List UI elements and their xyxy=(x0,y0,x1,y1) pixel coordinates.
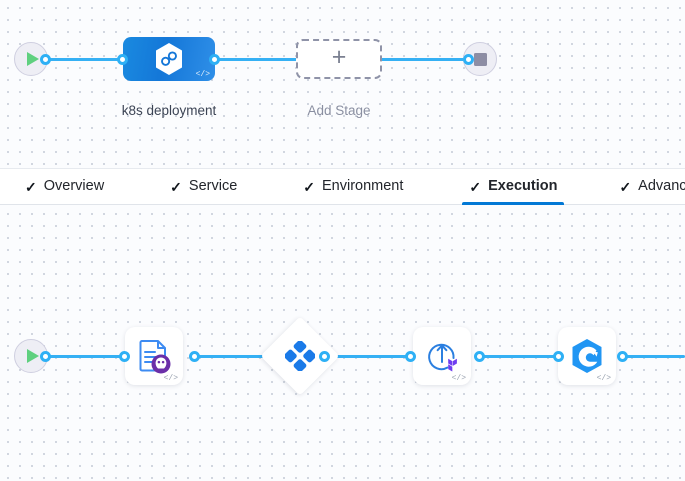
port-rollout-out[interactable] xyxy=(617,351,628,362)
stage-canvas[interactable]: </> k8s deployment + Add Stage xyxy=(0,0,685,168)
port-plan-out[interactable] xyxy=(189,351,200,362)
diamond-inner xyxy=(272,328,328,384)
stage-config-tabs[interactable]: ✓ Overview ✓ Service ✓ Environment ✓ Exe… xyxy=(0,168,685,205)
approval-diamond-icon xyxy=(285,341,315,371)
edge-start-to-stage xyxy=(44,58,134,61)
code-badge: </> xyxy=(195,70,210,79)
check-icon: ✓ xyxy=(619,178,632,195)
step-node-iam-resources-apply[interactable]: </> xyxy=(413,327,471,385)
step-node-rollout-deployment[interactable]: </> xyxy=(558,327,616,385)
port-start-out[interactable] xyxy=(40,54,51,65)
add-stage-button[interactable]: + xyxy=(296,39,382,79)
tab-label: Execution xyxy=(488,178,558,195)
step-node-iam-resources-plan[interactable]: </> xyxy=(125,327,183,385)
tab-execution[interactable]: ✓ Execution xyxy=(452,169,574,205)
code-badge: </> xyxy=(163,374,178,383)
tab-label: Environment xyxy=(322,178,404,195)
pipeline-start-node[interactable] xyxy=(14,42,48,76)
stop-icon xyxy=(473,52,487,66)
terraform-plan-icon xyxy=(139,340,171,374)
terraform-apply-icon xyxy=(428,343,457,372)
step-node-iam-approval[interactable] xyxy=(260,316,340,396)
check-icon: ✓ xyxy=(170,178,182,195)
stage-node-k8s-deployment[interactable]: </> xyxy=(123,37,215,81)
execution-canvas[interactable]: </> IAM resources Plan IAM Approval xyxy=(0,206,685,481)
harness-service-icon xyxy=(156,43,182,75)
edge-plan-to-approval xyxy=(195,355,275,358)
edge-approval-to-apply xyxy=(325,355,425,358)
port-execstart-out[interactable] xyxy=(40,351,51,362)
edge-rollout-to-next xyxy=(623,355,685,358)
play-icon xyxy=(26,349,39,363)
port-rollout-in[interactable] xyxy=(553,351,564,362)
tab-service[interactable]: ✓ Service xyxy=(153,169,254,204)
play-icon xyxy=(26,52,39,66)
plus-icon: + xyxy=(331,43,347,71)
port-end-in[interactable] xyxy=(463,54,474,65)
port-approval-out[interactable] xyxy=(319,351,330,362)
tab-label: Overview xyxy=(43,178,105,195)
edge-execstart-to-plan xyxy=(44,355,139,358)
tab-overview[interactable]: ✓ Overview xyxy=(8,169,121,204)
check-icon: ✓ xyxy=(25,178,37,195)
code-badge: </> xyxy=(596,374,611,383)
code-badge: </> xyxy=(451,374,466,383)
check-icon: ✓ xyxy=(303,178,315,195)
tab-label: Advanced xyxy=(638,178,685,195)
tab-label: Service xyxy=(188,178,238,195)
port-stage-out[interactable] xyxy=(209,54,220,65)
edge-addstage-to-end xyxy=(376,58,468,61)
tab-advanced[interactable]: ✓ Advanced xyxy=(602,169,685,204)
tab-environment[interactable]: ✓ Environment xyxy=(286,169,420,204)
port-apply-out[interactable] xyxy=(474,351,485,362)
stage-label-k8s-deployment: k8s deployment xyxy=(121,103,217,118)
add-stage-label: Add Stage xyxy=(307,103,371,118)
port-plan-in[interactable] xyxy=(119,351,130,362)
check-icon: ✓ xyxy=(469,178,482,195)
rollout-deployment-icon xyxy=(572,339,602,373)
edge-apply-to-rollout xyxy=(480,355,565,358)
port-apply-in[interactable] xyxy=(405,351,416,362)
edge-stage-to-addstage xyxy=(214,58,304,61)
port-stage-in[interactable] xyxy=(117,54,128,65)
